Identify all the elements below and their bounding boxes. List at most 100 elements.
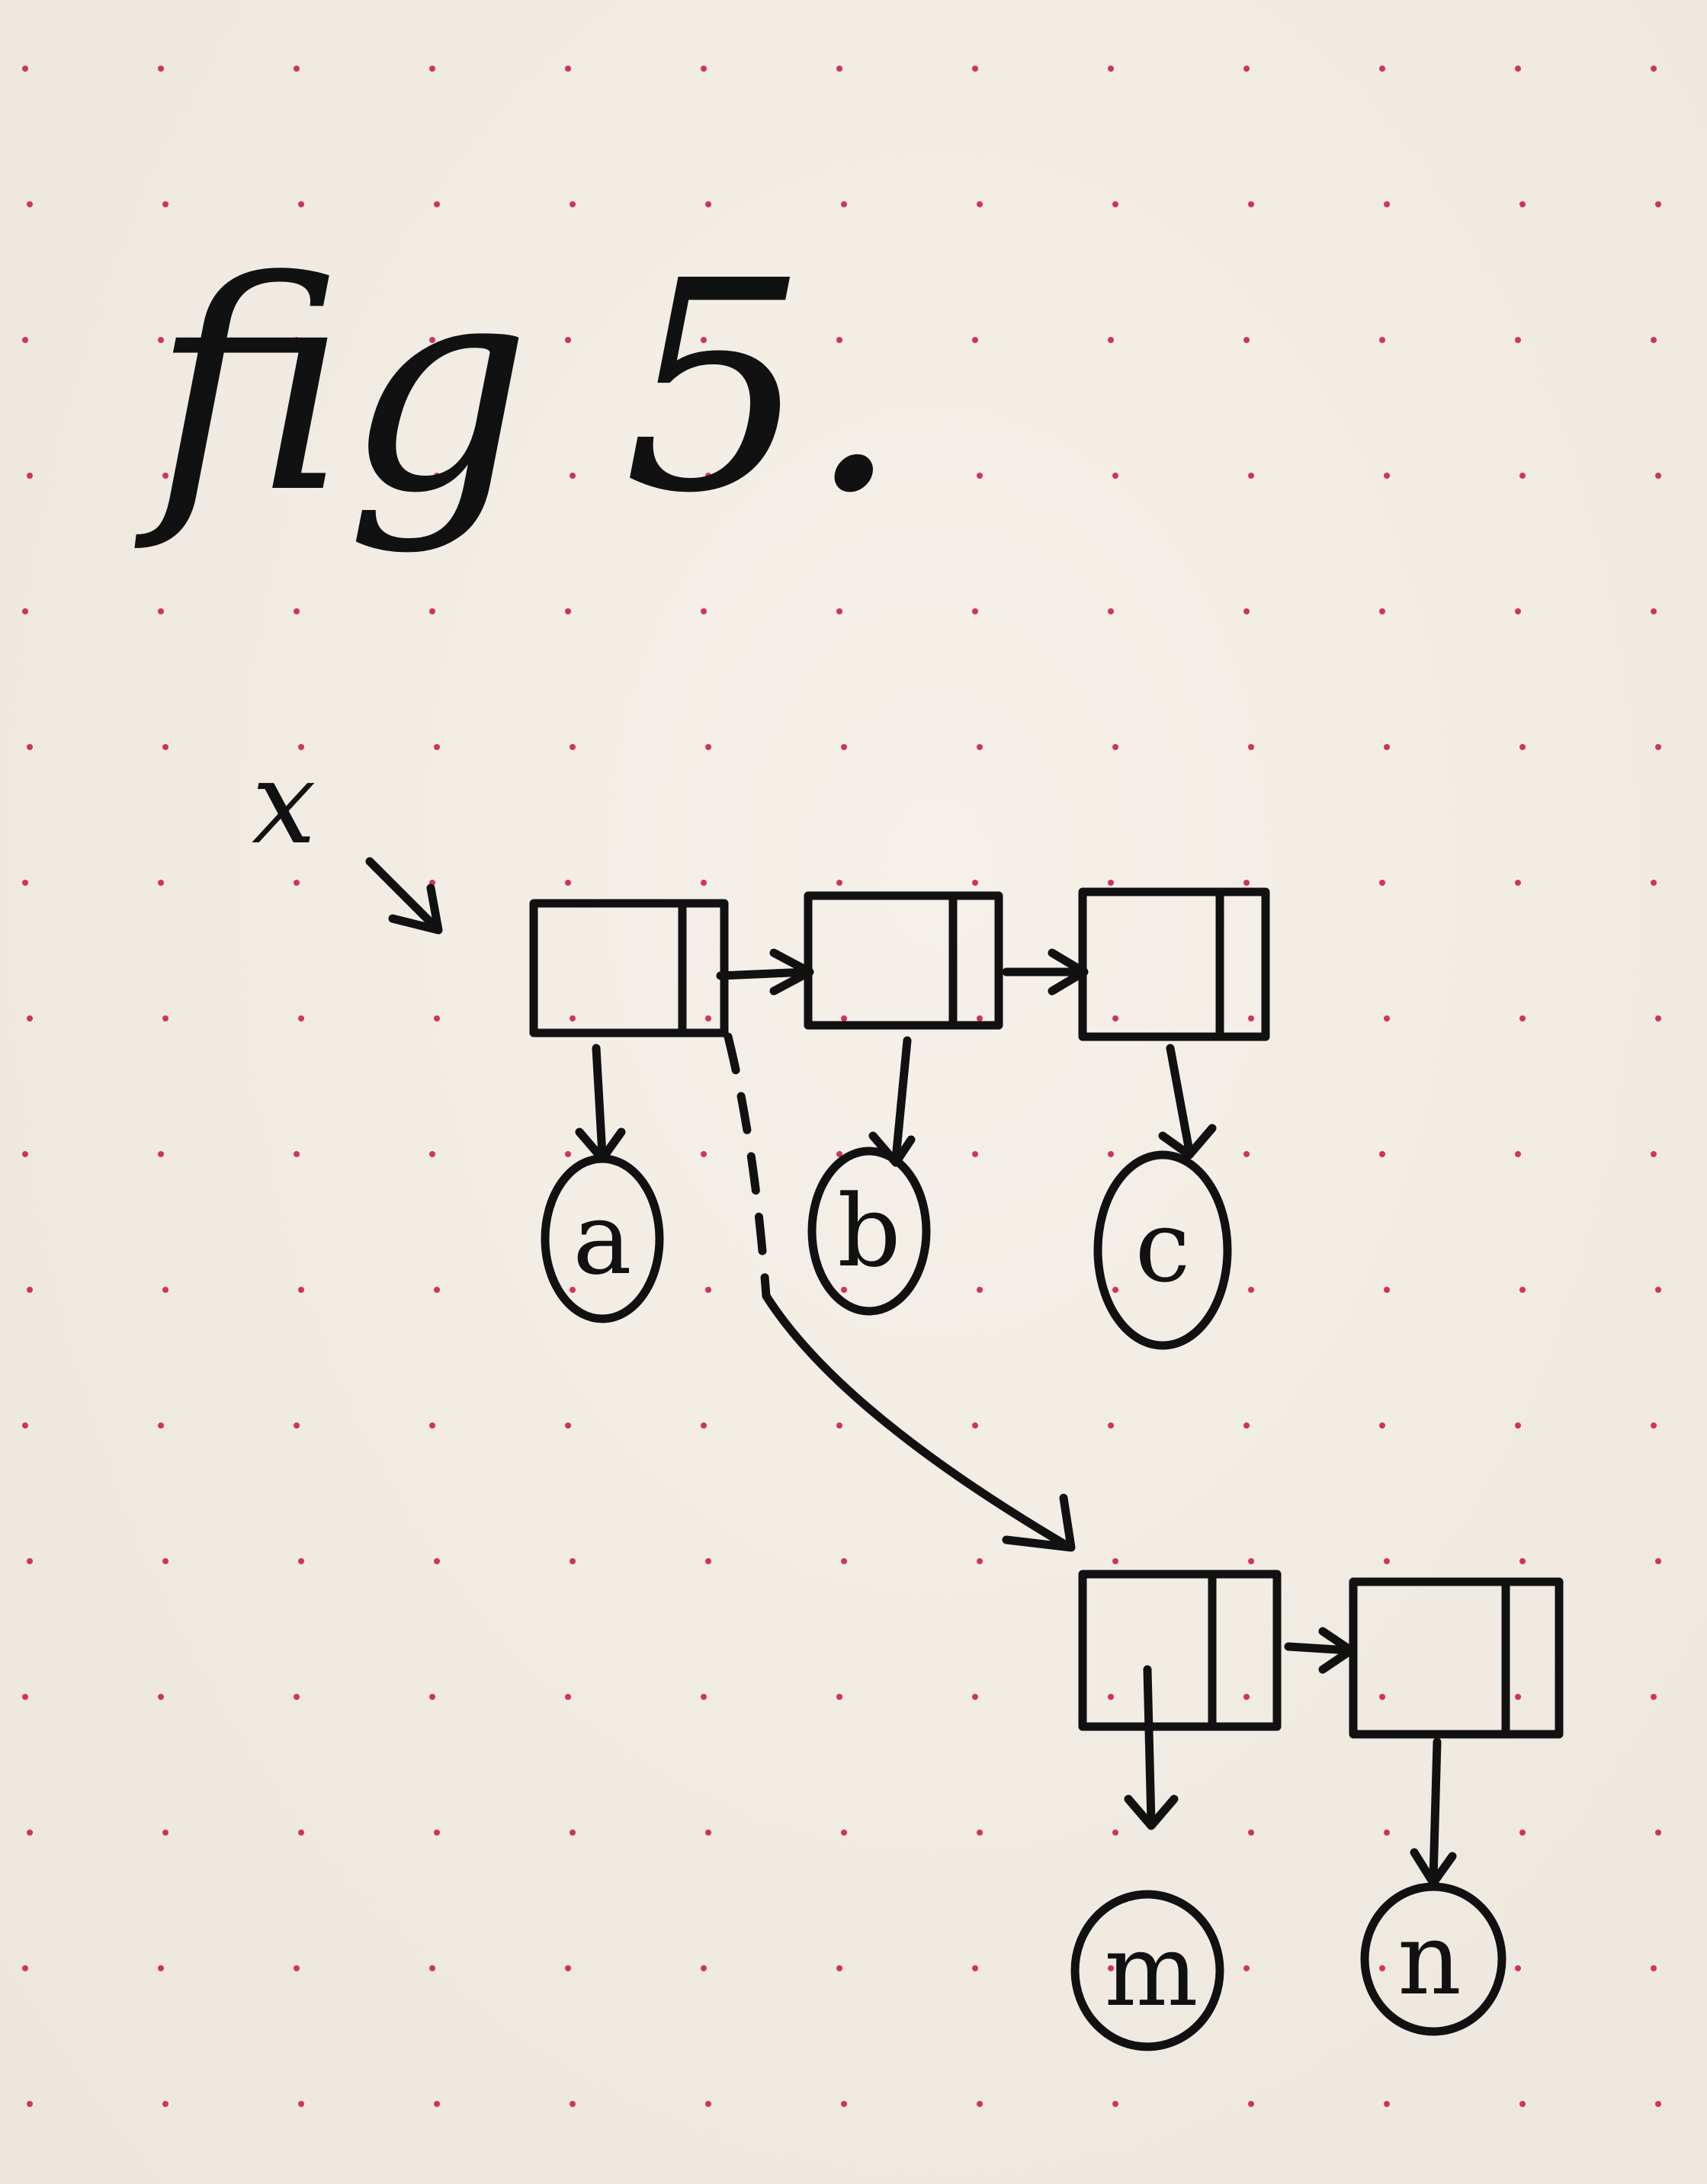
grid-dot: [701, 337, 708, 343]
grid-dot: [22, 66, 29, 72]
grid-dot: [1379, 337, 1386, 343]
grid-dot: [1243, 66, 1250, 72]
sublist-link-arrow: [762, 1291, 1068, 1548]
grid-dot: [972, 1151, 979, 1157]
grid-dot: [294, 1422, 300, 1429]
value-node-b: b: [807, 1147, 931, 1316]
grid-dot: [429, 1694, 436, 1700]
grid-dot: [158, 1151, 165, 1157]
list-node-cell-2: [804, 891, 1003, 1030]
grid-dot: [1519, 744, 1526, 750]
grid-dot: [972, 1694, 979, 1700]
grid-dot: [1515, 880, 1522, 886]
grid-dot: [1379, 880, 1386, 886]
grid-dot: [1655, 2101, 1662, 2107]
grid-dot: [1379, 608, 1386, 614]
grid-dot: [434, 744, 441, 750]
grid-dot: [570, 1830, 576, 1836]
value-label-b: b: [837, 1173, 900, 1289]
grid-dot: [158, 337, 165, 343]
grid-dot: [158, 880, 165, 886]
grid-dot: [429, 1965, 436, 1971]
grid-dot: [162, 1830, 169, 1836]
grid-dot: [841, 1287, 848, 1293]
grid-dot: [27, 1558, 34, 1564]
grid-dot: [836, 66, 843, 72]
grid-dot: [705, 201, 712, 207]
grid-dot: [1248, 1287, 1255, 1293]
grid-dot: [294, 66, 300, 72]
grid-dot: [1655, 1015, 1662, 1021]
grid-dot: [298, 473, 305, 479]
grid-dot: [294, 880, 300, 886]
grid-dot: [1243, 337, 1250, 343]
grid-dot: [972, 1965, 979, 1971]
grid-dot: [570, 1287, 576, 1293]
grid-dot: [1248, 2101, 1255, 2107]
grid-dot: [1519, 1558, 1526, 1564]
grid-dot: [162, 744, 169, 750]
grid-dot: [1515, 1694, 1522, 1700]
grid-dot: [1112, 2101, 1119, 2107]
grid-dot: [1379, 1151, 1386, 1157]
grid-dot: [705, 1015, 712, 1021]
grid-dot: [22, 880, 29, 886]
value-node-n: n: [1360, 1882, 1506, 2036]
grid-dot: [1248, 201, 1255, 207]
grid-dot: [1243, 608, 1250, 614]
grid-dot: [294, 1694, 300, 1700]
sublist-node-cell-2: [1349, 1577, 1564, 1739]
grid-dot: [298, 2101, 305, 2107]
grid-dot: [298, 201, 305, 207]
grid-dot: [1112, 744, 1119, 750]
grid-dot: [298, 744, 305, 750]
grid-dot: [565, 880, 572, 886]
grid-dot: [1515, 66, 1522, 72]
grid-dot: [294, 337, 300, 343]
grid-dot: [22, 1151, 29, 1157]
grid-dot: [27, 473, 34, 479]
grid-dot: [972, 1422, 979, 1429]
grid-dot: [701, 880, 708, 886]
grid-dot: [22, 1965, 29, 1971]
grid-dot: [294, 1151, 300, 1157]
grid-dot: [158, 1694, 165, 1700]
grid-dot: [434, 1287, 441, 1293]
pointer-arrow: [365, 857, 439, 931]
value-arrow-a: [575, 1044, 626, 1163]
grid-dot: [22, 1694, 29, 1700]
grid-dot: [836, 1965, 843, 1971]
grid-dot: [1384, 1558, 1391, 1564]
grid-dot: [841, 1015, 848, 1021]
grid-dot: [1655, 201, 1662, 207]
pointer-label: x: [252, 737, 316, 870]
value-arrow-c: [1158, 1044, 1217, 1159]
grid-dot: [705, 744, 712, 750]
grid-dot: [1112, 1287, 1119, 1293]
grid-dot: [1515, 1151, 1522, 1157]
grid-dot: [434, 201, 441, 207]
grid-dot: [1108, 1151, 1115, 1157]
grid-dot: [1243, 1422, 1250, 1429]
grid-dot: [841, 2101, 848, 2107]
grid-dot: [429, 1151, 436, 1157]
grid-dot: [1379, 1422, 1386, 1429]
grid-dot: [298, 1830, 305, 1836]
grid-dot: [298, 1287, 305, 1293]
grid-dot: [570, 201, 576, 207]
grid-dot: [1384, 473, 1391, 479]
grid-dot: [841, 744, 848, 750]
value-node-a: a: [541, 1154, 664, 1323]
grid-dot: [1519, 473, 1526, 479]
value-label-n: n: [1397, 1901, 1462, 2017]
value-label-c: c: [1135, 1188, 1191, 1304]
grid-dot: [429, 1422, 436, 1429]
grid-dot: [977, 473, 983, 479]
grid-dot: [158, 608, 165, 614]
grid-dot: [836, 608, 843, 614]
grid-dot: [298, 1558, 305, 1564]
value-node-c: c: [1093, 1150, 1232, 1350]
grid-dot: [705, 2101, 712, 2107]
grid-dot: [1108, 337, 1115, 343]
